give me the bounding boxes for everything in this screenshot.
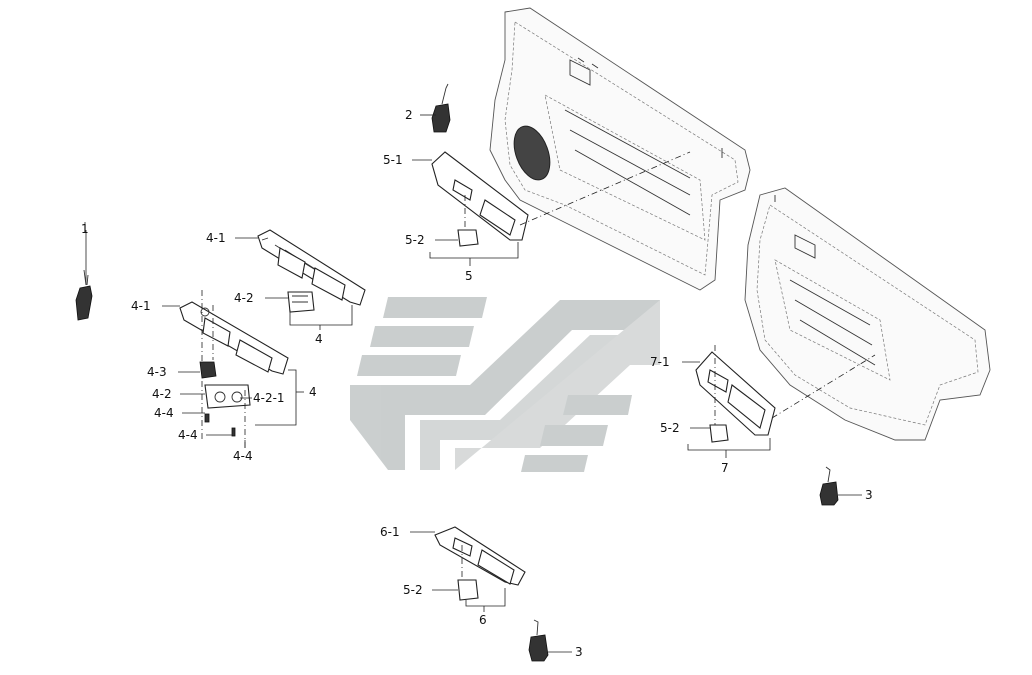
door-trim-panel-front xyxy=(489,7,751,291)
watermark-logo xyxy=(350,200,690,472)
label-4-lower: 4 xyxy=(309,385,317,399)
label-6: 6 xyxy=(479,613,487,627)
label-4-upper: 4 xyxy=(315,332,323,346)
part-4-upper-switch-assembly: 4-1 4-2 4 xyxy=(206,229,366,346)
part-5-switch-assembly: 5-1 5-2 5 xyxy=(383,151,691,283)
label-4-4-c: 4-4 xyxy=(233,449,253,463)
label-4-3: 4-3 xyxy=(147,365,167,379)
speaker-grille-icon xyxy=(513,125,551,181)
label-3-bottom: 3 xyxy=(575,645,583,659)
label-5-1: 5-1 xyxy=(383,153,403,167)
part-2-connector: 2 xyxy=(405,83,451,133)
part-4-lower-switch-assembly: 4-1 4-3 4-2 4-2-1 4-4 4-4 4-4 4 xyxy=(131,290,317,463)
label-7-1: 7-1 xyxy=(650,355,670,369)
label-4-2-1: 4-2-1 xyxy=(253,391,285,405)
part-3-connector-bottom: 3 xyxy=(528,619,583,662)
door-trim-panel-rear xyxy=(744,187,991,441)
label-4-2-lower: 4-2 xyxy=(152,387,172,401)
part-3-connector-right: 3 xyxy=(819,466,873,506)
label-5-2-upper: 5-2 xyxy=(405,233,425,247)
label-5-2-bottom: 5-2 xyxy=(403,583,423,597)
part-6-switch-assembly: 6-1 5-2 6 xyxy=(380,525,526,627)
label-4-1-lower: 4-1 xyxy=(131,299,151,313)
label-6-1: 6-1 xyxy=(380,525,400,539)
label-7: 7 xyxy=(721,461,729,475)
label-4-4-b: 4-4 xyxy=(178,428,198,442)
label-5-2-right: 5-2 xyxy=(660,421,680,435)
label-5: 5 xyxy=(465,269,473,283)
label-4-1-upper: 4-1 xyxy=(206,231,226,245)
part-1-connector: 1 xyxy=(75,222,93,321)
label-2: 2 xyxy=(405,108,413,122)
label-1: 1 xyxy=(81,222,89,236)
label-3-right: 3 xyxy=(865,488,873,502)
label-4-2-upper: 4-2 xyxy=(234,291,254,305)
part-7-switch-assembly: 7-1 5-2 7 xyxy=(650,345,876,475)
label-4-4-a: 4-4 xyxy=(154,406,174,420)
